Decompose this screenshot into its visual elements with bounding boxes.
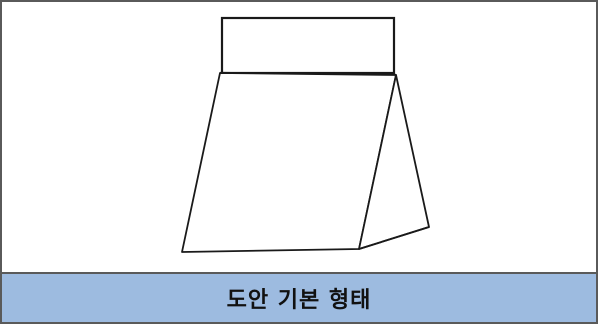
header-panel-rectangle [220, 16, 396, 75]
figure-caption: 도안 기본 형태 [226, 288, 372, 313]
tent-stand-drawing [181, 16, 430, 253]
stand-base-fold-line [358, 226, 430, 250]
drawing-area [2, 2, 596, 272]
caption-bar: 도안 기본 형태 [2, 272, 596, 322]
